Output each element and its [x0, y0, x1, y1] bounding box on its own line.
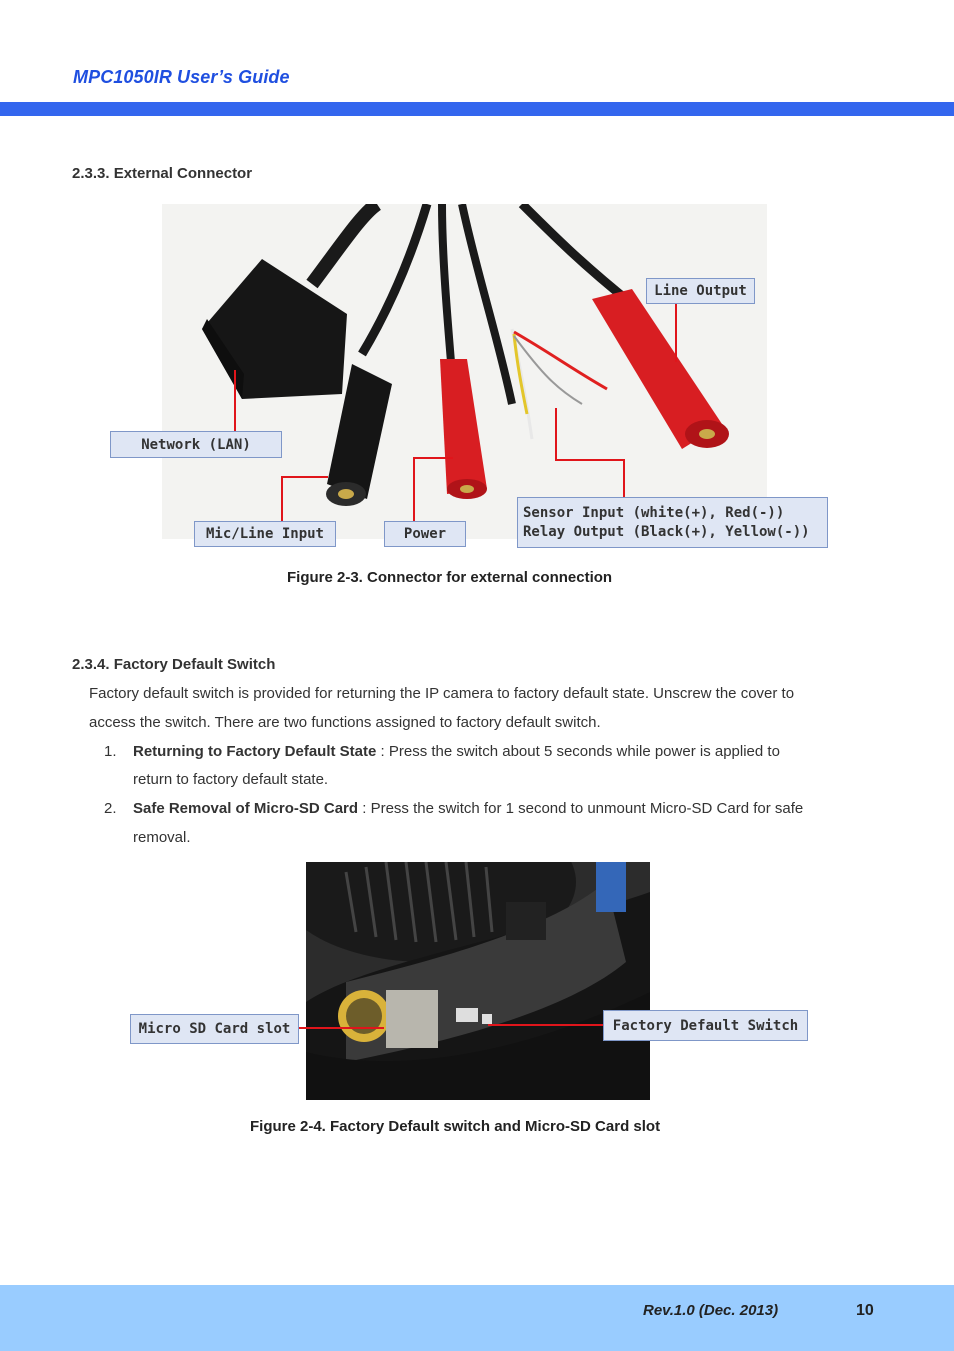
callout-line-power-h [413, 457, 453, 459]
callout-line-network [234, 370, 236, 432]
callout-line-sd [299, 1027, 384, 1029]
callout-line-mic [281, 476, 283, 522]
callout-line-sensor-h [555, 459, 625, 461]
label-mic-line-input: Mic/Line Input [194, 521, 336, 547]
callout-line-switch [488, 1024, 604, 1026]
list-item-2-title: Safe Removal of Micro-SD Card [133, 800, 359, 817]
document-title: MPC1050IR User’s Guide [73, 67, 290, 87]
footer-revision: Rev.1.0 (Dec. 2013) [643, 1302, 779, 1319]
list-item-1-text-cont: return to factory default state. [133, 771, 329, 788]
figure-caption-prefix: Figure 2-3. [287, 569, 363, 586]
label-sensor-relay: Sensor Input (white(+), Red(-)) Relay Ou… [517, 497, 828, 548]
label-micro-sd-slot: Micro SD Card slot [130, 1014, 299, 1044]
list-item-1-text: : Press the switch about 5 seconds while… [376, 743, 780, 760]
intro-line-2: access the switch. There are two functio… [89, 714, 601, 731]
list-item-1: Returning to Factory Default State : Pre… [133, 737, 780, 766]
section-heading-external-connector: 2.3.3. External Connector [72, 165, 253, 182]
label-factory-default-switch: Factory Default Switch [603, 1010, 808, 1041]
callout-line-output [675, 302, 677, 362]
list-item-1-title: Returning to Factory Default State [133, 743, 377, 760]
board-photo [306, 862, 650, 1100]
list-item-2-text-cont: removal. [133, 829, 191, 846]
figure-caption-text: Connector for external connection [367, 569, 613, 586]
callout-line-sensor-v2 [623, 459, 625, 498]
page-number: 10 [856, 1302, 874, 1319]
header-bar [0, 102, 954, 116]
list-item-1-number: 1. [104, 743, 117, 760]
connector-photo [162, 204, 767, 539]
label-line-output: Line Output [646, 278, 755, 304]
connector-illustration [202, 204, 729, 506]
board-illustration [306, 862, 650, 1100]
list-item-2-text: : Press the switch for 1 second to unmou… [358, 800, 804, 817]
callout-line-power [413, 457, 415, 521]
figure-caption-2-4: Figure 2-4. Factory Default switch and M… [250, 1118, 661, 1135]
list-item-2-number: 2. [104, 800, 117, 817]
label-sensor-input: Sensor Input (white(+), Red(-)) [523, 505, 785, 521]
callout-line-mic-h [281, 476, 328, 478]
label-relay-output: Relay Output (Black(+), Yellow(-)) [523, 524, 810, 540]
list-item-2: Safe Removal of Micro-SD Card : Press th… [133, 794, 803, 823]
label-power: Power [384, 521, 466, 547]
label-network-lan: Network (LAN) [110, 431, 282, 458]
footer-bar [0, 1285, 954, 1351]
section-heading-factory-default: 2.3.4. Factory Default Switch [72, 656, 276, 673]
intro-line-1: Factory default switch is provided for r… [89, 685, 795, 702]
figure-caption-2-3: Figure 2-3. Connector for external conne… [287, 569, 612, 586]
callout-line-sensor-v [555, 408, 557, 460]
